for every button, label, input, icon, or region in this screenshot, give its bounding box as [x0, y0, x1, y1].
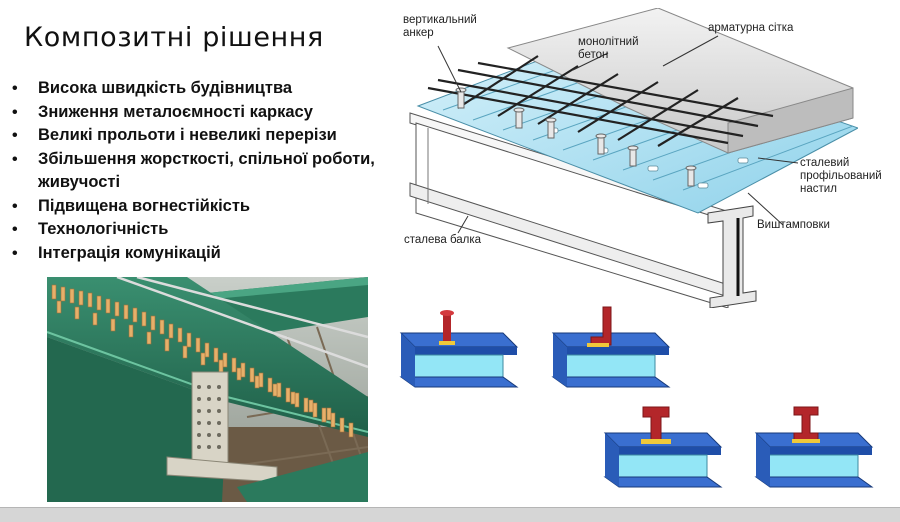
composite-beam-photo — [47, 277, 368, 502]
label-embossments: Виштамповки — [757, 219, 830, 231]
bullet-item: Збільшення жорсткості, спільної роботи, … — [10, 148, 402, 195]
bullet-item: Технологічність — [10, 218, 402, 242]
slide-title: Композитні рішення — [24, 22, 324, 53]
label-steel-beam: сталева балка — [404, 234, 482, 246]
diagram-leader-lines — [437, 35, 799, 234]
bullet-item: Великі прольоти і невеликі перерізи — [10, 124, 402, 148]
beam-hooked-connector-illustration — [551, 306, 671, 388]
bottom-bar — [0, 507, 900, 522]
label-rebar-mesh: арматурна сітка — [708, 22, 794, 34]
bullet-item: Інтеграція комунікацій — [10, 242, 402, 266]
beam-angle-connector-illustration — [603, 406, 723, 488]
bullet-item: Висока швидкість будівництва — [10, 77, 402, 101]
bullet-item: Зниження металоємності каркасу — [10, 101, 402, 125]
beam-stud-connector-illustration — [399, 310, 519, 388]
composite-slab-diagram — [398, 7, 860, 309]
beam-channel-connector-illustration — [754, 406, 874, 488]
bullet-item: Підвищена вогнестійкість — [10, 195, 402, 219]
bullet-list: Висока швидкість будівництва Зниження ме… — [10, 77, 402, 265]
